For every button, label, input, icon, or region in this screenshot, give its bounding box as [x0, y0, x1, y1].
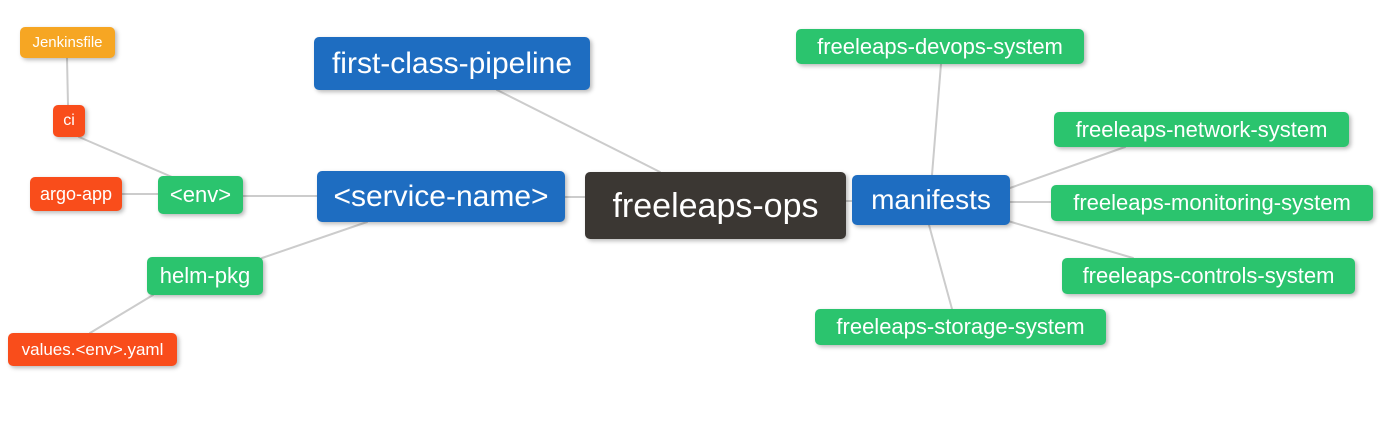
node-argo-app[interactable]: argo-app	[30, 177, 122, 211]
node-freeleaps-devops-system[interactable]: freeleaps-devops-system	[796, 29, 1084, 64]
edge-helm-pkg-to-service-name	[261, 221, 368, 259]
node-freeleaps-ops[interactable]: freeleaps-ops	[585, 172, 846, 239]
node-manifests[interactable]: manifests	[852, 175, 1010, 225]
edge-manifests-to-freeleaps-controls-system	[1007, 220, 1134, 259]
node-freeleaps-network-system[interactable]: freeleaps-network-system	[1054, 112, 1349, 147]
node-jenkinsfile[interactable]: Jenkinsfile	[20, 27, 115, 58]
edge-manifests-to-freeleaps-storage-system	[928, 224, 953, 310]
node-first-class-pipeline[interactable]: first-class-pipeline	[314, 37, 590, 90]
node-freeleaps-storage-system[interactable]: freeleaps-storage-system	[815, 309, 1106, 345]
node-ci[interactable]: ci	[53, 105, 85, 137]
node-env[interactable]: <env>	[158, 176, 243, 214]
node-service-name[interactable]: <service-name>	[317, 171, 565, 222]
edge-manifests-to-freeleaps-devops-system	[931, 63, 942, 176]
node-freeleaps-controls-system[interactable]: freeleaps-controls-system	[1062, 258, 1355, 294]
edge-values-env-yaml-to-helm-pkg	[89, 294, 154, 334]
node-helm-pkg[interactable]: helm-pkg	[147, 257, 263, 295]
edge-ci-to-env	[78, 136, 173, 178]
edge-first-class-pipeline-to-freeleaps-ops	[496, 89, 661, 173]
node-values-env-yaml[interactable]: values.<env>.yaml	[8, 333, 177, 366]
node-freeleaps-monitoring-system[interactable]: freeleaps-monitoring-system	[1051, 185, 1373, 221]
edge-manifests-to-freeleaps-network-system	[1009, 146, 1126, 189]
edge-jenkinsfile-to-ci	[66, 57, 69, 106]
